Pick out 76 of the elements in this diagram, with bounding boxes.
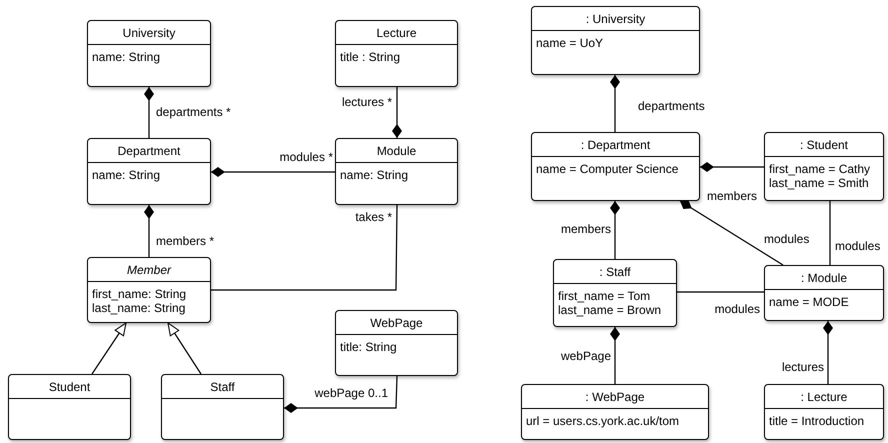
class-box [764,265,884,321]
class-name: : Staff [599,264,631,280]
role-label: webPage [560,350,611,362]
association-line [829,201,831,265]
attribute: name: String [92,50,160,64]
role-label: modules [835,240,880,252]
role-label: webPage 0..1 [314,387,388,399]
attribute: first_name = Tom [558,289,650,303]
role-label: members [560,223,611,235]
class-box [764,384,884,440]
class-name: : Student [800,136,848,154]
attribute: last_name: String [92,301,186,315]
composition-line [211,167,335,177]
class-name: Member [126,262,171,278]
composition-line [610,75,620,132]
class-name: : Module [800,270,848,286]
class-name: : University [586,10,646,28]
class-name: Lecture [376,24,417,42]
composition-line [144,87,154,138]
class-name: WebPage [370,314,423,332]
role-label: lectures [782,361,824,373]
attribute: title = Introduction [769,414,864,428]
class-name: Module [376,142,416,160]
attribute: name = UoY [536,36,604,50]
class-name: : Department [580,136,650,154]
attribute: name: String [340,168,408,182]
class-box [87,257,211,323]
class-box [161,374,284,440]
composition-line [610,327,620,384]
association-line [211,205,398,291]
attribute: name: String [92,168,160,182]
attribute: first_name = Cathy [769,162,870,176]
class-box [87,20,211,87]
role-label: members * [156,235,214,247]
class-box [335,138,458,205]
composition-line [700,162,764,172]
class-name: : WebPage [585,388,645,406]
composition-line [680,200,784,266]
class-box [531,6,700,75]
role-label: members [707,190,758,202]
class-box [531,132,700,201]
class-name: University [122,24,176,42]
role-label: takes * [355,211,392,223]
class-box [8,374,131,440]
role-label: departments [638,100,705,112]
generalization-arrow [92,322,126,374]
attribute: title: String [340,340,397,354]
role-label: modules [764,233,810,245]
role-label: modules * [280,151,333,163]
composition-line [392,87,402,138]
composition-line [610,201,620,259]
attribute: first_name: String [92,287,186,301]
attribute: url = users.cs.york.ac.uk/tom [526,414,680,428]
association-line [677,291,764,293]
role-label: departments * [156,106,231,118]
class-name: : Lecture [800,388,848,406]
class-box [335,310,458,376]
class-box [553,259,677,327]
class-box [335,20,458,87]
attribute: name = MODE [769,295,849,309]
attribute: last_name = Smith [769,176,869,190]
composition-line [823,321,833,384]
role-label: modules [714,303,760,315]
class-box [87,138,211,205]
attribute: name = Computer Science [536,162,678,176]
generalization-arrow [168,322,202,374]
class-name: Department [118,142,180,160]
class-name: Student [48,378,90,396]
composition-line [284,376,398,413]
class-box [764,132,884,201]
attribute: last_name = Brown [558,303,662,317]
composition-line [144,205,154,257]
class-name: Staff [210,378,235,396]
attribute: title : String [340,50,400,64]
class-box [521,384,709,440]
role-label: lectures * [342,96,392,108]
